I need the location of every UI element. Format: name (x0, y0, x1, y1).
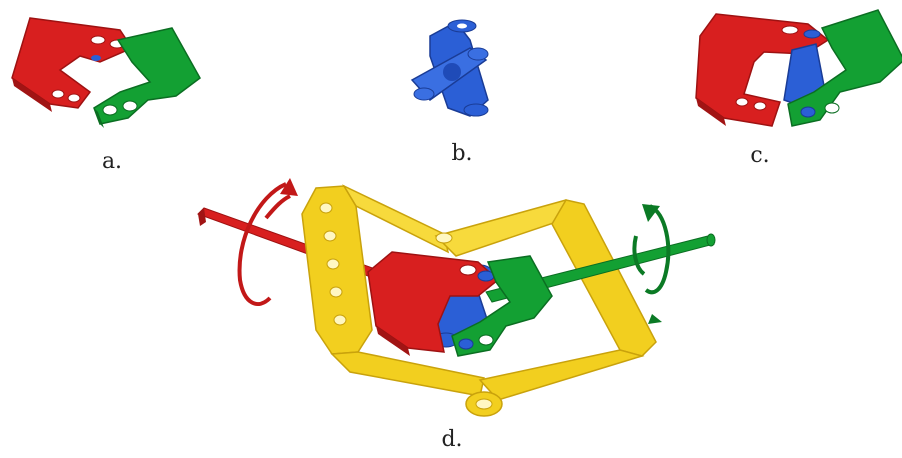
panel-label-a: a. (102, 149, 122, 174)
panel-label-c: c. (750, 143, 769, 168)
green-beam-a (91, 27, 201, 128)
red-beam-a (11, 17, 134, 112)
yellow-frame (301, 184, 657, 417)
panel-a: a. (11, 17, 201, 174)
red-beam-d (367, 251, 500, 356)
green-beam-d (451, 255, 553, 357)
panel-label-d: d. (441, 427, 462, 452)
panel-d: d. (197, 178, 716, 452)
green-rotation-arrow-icon (632, 204, 671, 324)
panel-label-b: b. (451, 141, 472, 166)
panel-c: c. (695, 9, 902, 168)
blue-cross-joint (410, 19, 489, 117)
red-rotation-arrow-icon (237, 178, 298, 306)
panel-b: b. (410, 19, 489, 166)
red-beam-c (695, 13, 830, 127)
green-beam-c (787, 9, 902, 127)
